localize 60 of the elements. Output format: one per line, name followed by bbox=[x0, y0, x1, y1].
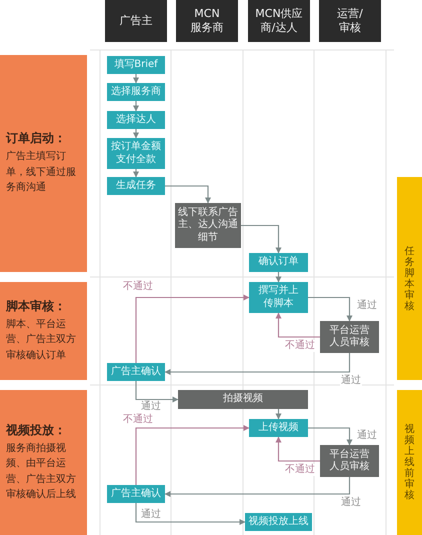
process-box: 填写Brief bbox=[107, 56, 165, 74]
phase-panel bbox=[0, 55, 87, 272]
connector-arrow bbox=[164, 353, 350, 375]
stage-label: 任务脚本审核 bbox=[404, 246, 414, 312]
process-box: 平台运营人员审核 bbox=[320, 445, 379, 477]
process-box: 广告主确认 bbox=[107, 363, 165, 381]
connector-arrow bbox=[276, 312, 320, 338]
connector-arrow bbox=[133, 129, 139, 138]
connector-arrow bbox=[135, 503, 246, 525]
phase-description: 广告主填写订单，线下通过服务商沟通 bbox=[6, 150, 77, 196]
process-box: 上传视频 bbox=[249, 419, 308, 437]
connector-arrow bbox=[276, 436, 320, 462]
process-box: 线下联系广告主、达人沟通细节 bbox=[175, 203, 241, 248]
column-header: 运营/审核 bbox=[319, 0, 381, 42]
process-box: 视频投放上线 bbox=[245, 513, 312, 531]
phase-title: 脚本审核： bbox=[6, 298, 66, 314]
connector-arrow bbox=[276, 409, 282, 420]
connector-arrow bbox=[241, 224, 282, 254]
phase-description: 服务商拍摄视频、由平台运营、广告主双方审核确认后上线 bbox=[6, 442, 77, 502]
phase-title: 视频投放： bbox=[6, 422, 66, 438]
phase-panel bbox=[0, 390, 87, 535]
connector-arrow bbox=[308, 296, 352, 322]
stage-label: 视频上线前审核 bbox=[404, 424, 414, 501]
process-box: 拍摄视频 bbox=[178, 390, 308, 409]
edge-label: 通过 bbox=[356, 300, 378, 312]
edge-label: 通过 bbox=[340, 375, 362, 387]
edge-label: 不通过 bbox=[284, 340, 316, 352]
connector-arrow bbox=[133, 101, 139, 112]
edge-label: 通过 bbox=[140, 401, 162, 413]
connector-arrow bbox=[164, 477, 350, 497]
connector-arrow bbox=[135, 381, 178, 402]
column-header: 广告主 bbox=[105, 0, 167, 42]
column-header: MCN供应商/达人 bbox=[248, 0, 310, 42]
edge-label: 通过 bbox=[140, 509, 162, 521]
process-box: 生成任务 bbox=[107, 177, 165, 195]
process-box: 广告主确认 bbox=[107, 485, 165, 503]
edge-label: 不通过 bbox=[122, 281, 154, 293]
connector-arrow bbox=[135, 294, 250, 363]
connector-arrow bbox=[308, 427, 352, 446]
edge-label: 通过 bbox=[340, 497, 362, 509]
process-box: 选择达人 bbox=[107, 111, 165, 129]
stage-band bbox=[397, 177, 422, 380]
process-box: 确认订单 bbox=[249, 253, 308, 272]
connector-arrow bbox=[135, 425, 250, 485]
phase-description: 脚本、平台运营、广告主双方审核确认订单 bbox=[6, 318, 77, 363]
phase-panel bbox=[0, 282, 87, 380]
stage-band bbox=[397, 390, 422, 535]
connector-arrow bbox=[133, 74, 139, 84]
process-box: 撰写并上传脚本 bbox=[249, 282, 308, 313]
connector-arrow bbox=[133, 169, 139, 178]
edge-label: 通过 bbox=[356, 430, 378, 442]
connector-arrow bbox=[165, 185, 211, 204]
connector-arrow bbox=[276, 272, 282, 282]
edge-label: 不通过 bbox=[284, 464, 316, 476]
process-box: 选择服务商 bbox=[107, 83, 165, 101]
phase-title: 订单启动： bbox=[6, 131, 66, 146]
process-box: 按订单金额支付全款 bbox=[107, 138, 165, 169]
edge-label: 不通过 bbox=[122, 414, 154, 426]
column-header: MCN服务商 bbox=[176, 0, 238, 42]
process-box: 平台运营人员审核 bbox=[320, 321, 379, 353]
